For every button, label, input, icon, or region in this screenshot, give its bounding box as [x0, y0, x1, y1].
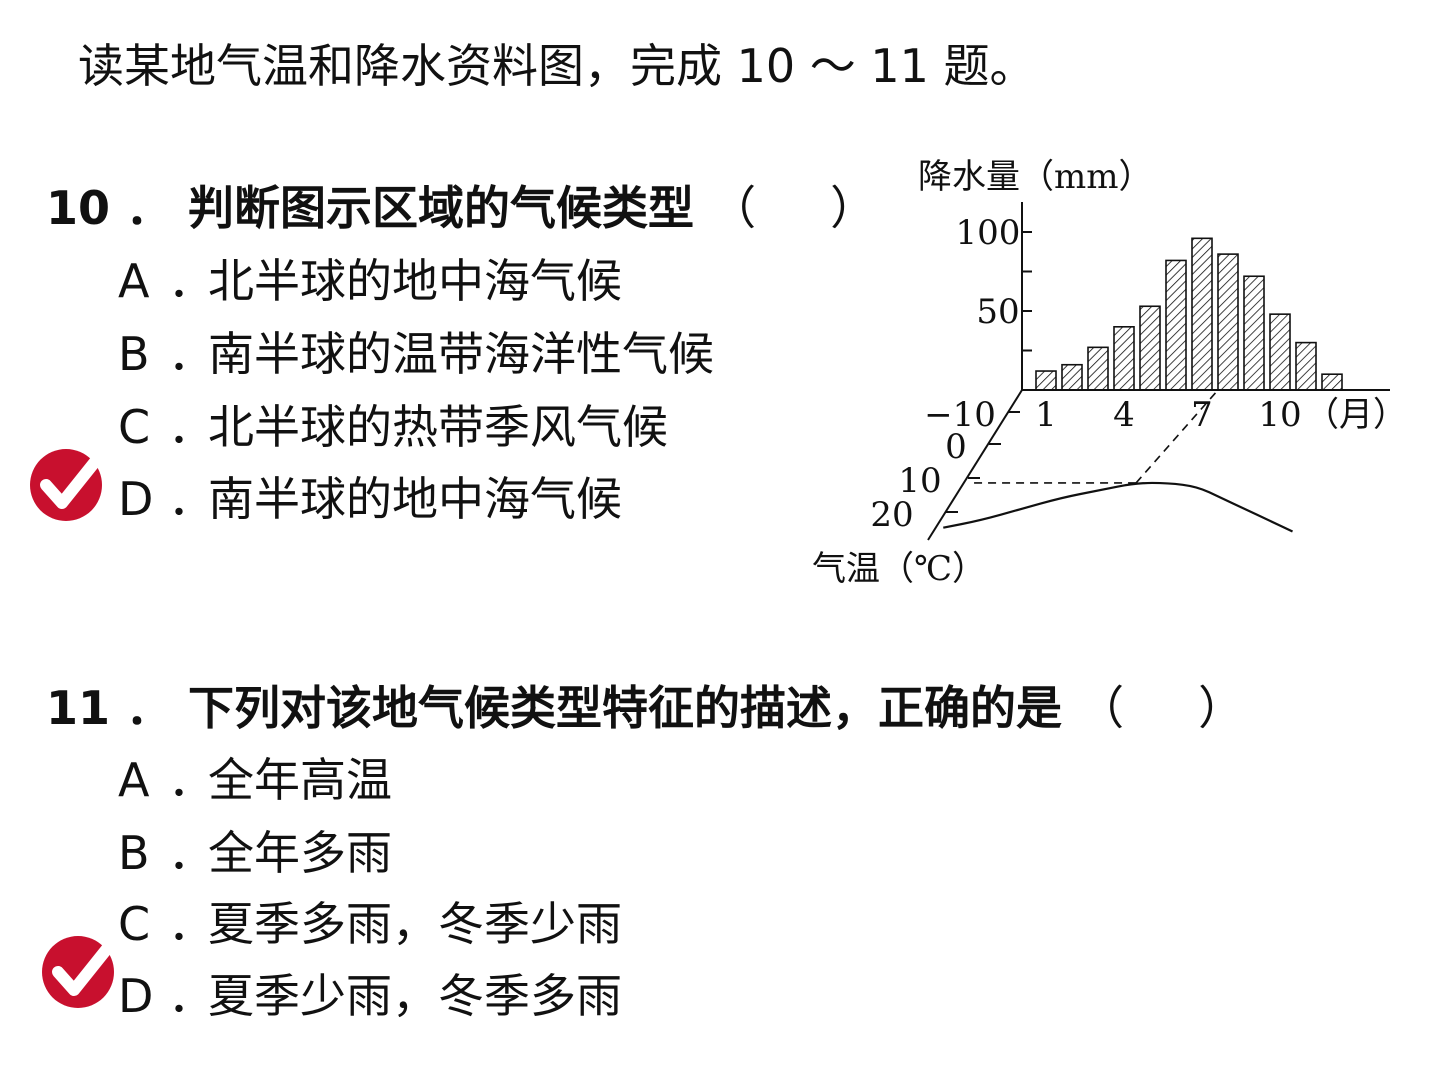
q10-option-d[interactable]: D ．南半球的地中海气候 — [118, 463, 622, 529]
option-letter: D — [118, 472, 154, 526]
answer-bracket-open: （ — [1078, 681, 1125, 735]
q11-option-c[interactable]: C ．夏季多雨，冬季少雨 — [118, 888, 622, 954]
precip-tick-label: 50 — [976, 292, 1019, 332]
option-separator: ． — [168, 897, 214, 951]
option-letter: A — [118, 254, 150, 308]
option-separator: ． — [168, 327, 214, 381]
precip-bar — [1243, 275, 1265, 391]
option-text: 北半球的热带季风气候 — [208, 400, 668, 454]
precip-bar — [1295, 341, 1317, 391]
option-text: 南半球的地中海气候 — [208, 472, 622, 526]
precip-bar — [1035, 370, 1057, 391]
temp-tick-label: 10 — [898, 461, 941, 501]
question-text: 判断图示区域的气候类型 — [188, 181, 695, 235]
q10-option-a[interactable]: A ．北半球的地中海气候 — [118, 245, 622, 311]
option-separator: ． — [168, 254, 214, 308]
option-separator: ． — [168, 400, 214, 454]
temperature-curve — [943, 481, 1294, 533]
guide-dashed-line — [1135, 389, 1219, 484]
option-text: 全年多雨 — [208, 826, 392, 880]
check-mark-icon — [42, 934, 120, 1008]
option-letter: B — [118, 826, 150, 880]
month-tick-label: 1 — [1035, 395, 1057, 435]
question-10-title: 10 ． 判断图示区域的气候类型 （ ） — [46, 172, 876, 238]
question-11-title: 11 ． 下列对该地气候类型特征的描述，正确的是 （ ） — [46, 672, 1244, 738]
precip-axis-label: 降水量（mm） — [918, 157, 1152, 197]
precip-bar — [1191, 237, 1213, 391]
precip-tick-label: 100 — [956, 213, 1021, 253]
intro-text: 读某地气温和降水资料图，完成 10 ～ 11 题。 — [78, 39, 1036, 93]
q10-option-c[interactable]: C ．北半球的热带季风气候 — [118, 391, 668, 457]
option-separator: ． — [168, 826, 214, 880]
option-separator: ． — [168, 969, 214, 1023]
answer-bracket-open: （ — [710, 181, 757, 235]
question-text: 下列对该地气候类型特征的描述，正确的是 — [188, 681, 1063, 735]
precip-bar — [1139, 305, 1161, 391]
question-separator: ． — [126, 681, 173, 735]
option-letter: C — [118, 897, 151, 951]
option-text: 夏季少雨，冬季多雨 — [208, 969, 622, 1023]
month-unit-label: （月） — [1305, 395, 1407, 435]
temp-axis-label: 气温（℃） — [812, 549, 986, 589]
option-text: 夏季多雨，冬季少雨 — [208, 897, 622, 951]
q10-option-b[interactable]: B ．南半球的温带海洋性气候 — [118, 318, 714, 384]
question-number: 10 — [46, 181, 111, 235]
question-number: 11 — [46, 681, 111, 735]
option-text: 全年高温 — [208, 753, 392, 807]
option-text: 北半球的地中海气候 — [208, 254, 622, 308]
precip-bar — [1087, 346, 1109, 391]
precip-bar — [1269, 313, 1291, 391]
temp-tick-label: −10 — [924, 395, 996, 435]
option-letter: D — [118, 969, 154, 1023]
month-tick-label: 10 — [1258, 395, 1301, 435]
option-separator: ． — [168, 753, 214, 807]
temp-axis — [927, 389, 1023, 541]
temp-tick-label: 0 — [945, 427, 967, 467]
q11-option-b[interactable]: B ．全年多雨 — [118, 817, 392, 883]
q11-option-a[interactable]: A ．全年高温 — [118, 744, 392, 810]
precip-bar — [1217, 253, 1239, 391]
check-mark-icon — [30, 447, 108, 521]
q11-option-d[interactable]: D ．夏季少雨，冬季多雨 — [118, 960, 622, 1026]
temp-tick-label: 20 — [870, 495, 913, 535]
question-separator: ． — [126, 181, 173, 235]
month-tick-label: 7 — [1191, 395, 1213, 435]
answer-bracket-close: ） — [830, 181, 877, 235]
option-letter: C — [118, 400, 151, 454]
option-letter: B — [118, 327, 150, 381]
option-letter: A — [118, 753, 150, 807]
precip-bar — [1061, 363, 1083, 391]
answer-bracket-close: ） — [1198, 681, 1245, 735]
precip-bar — [1165, 259, 1187, 391]
precip-bar — [1321, 373, 1343, 391]
option-text: 南半球的温带海洋性气候 — [208, 327, 714, 381]
month-tick-label: 4 — [1113, 395, 1135, 435]
precip-bar — [1113, 326, 1135, 391]
option-separator: ． — [168, 472, 214, 526]
